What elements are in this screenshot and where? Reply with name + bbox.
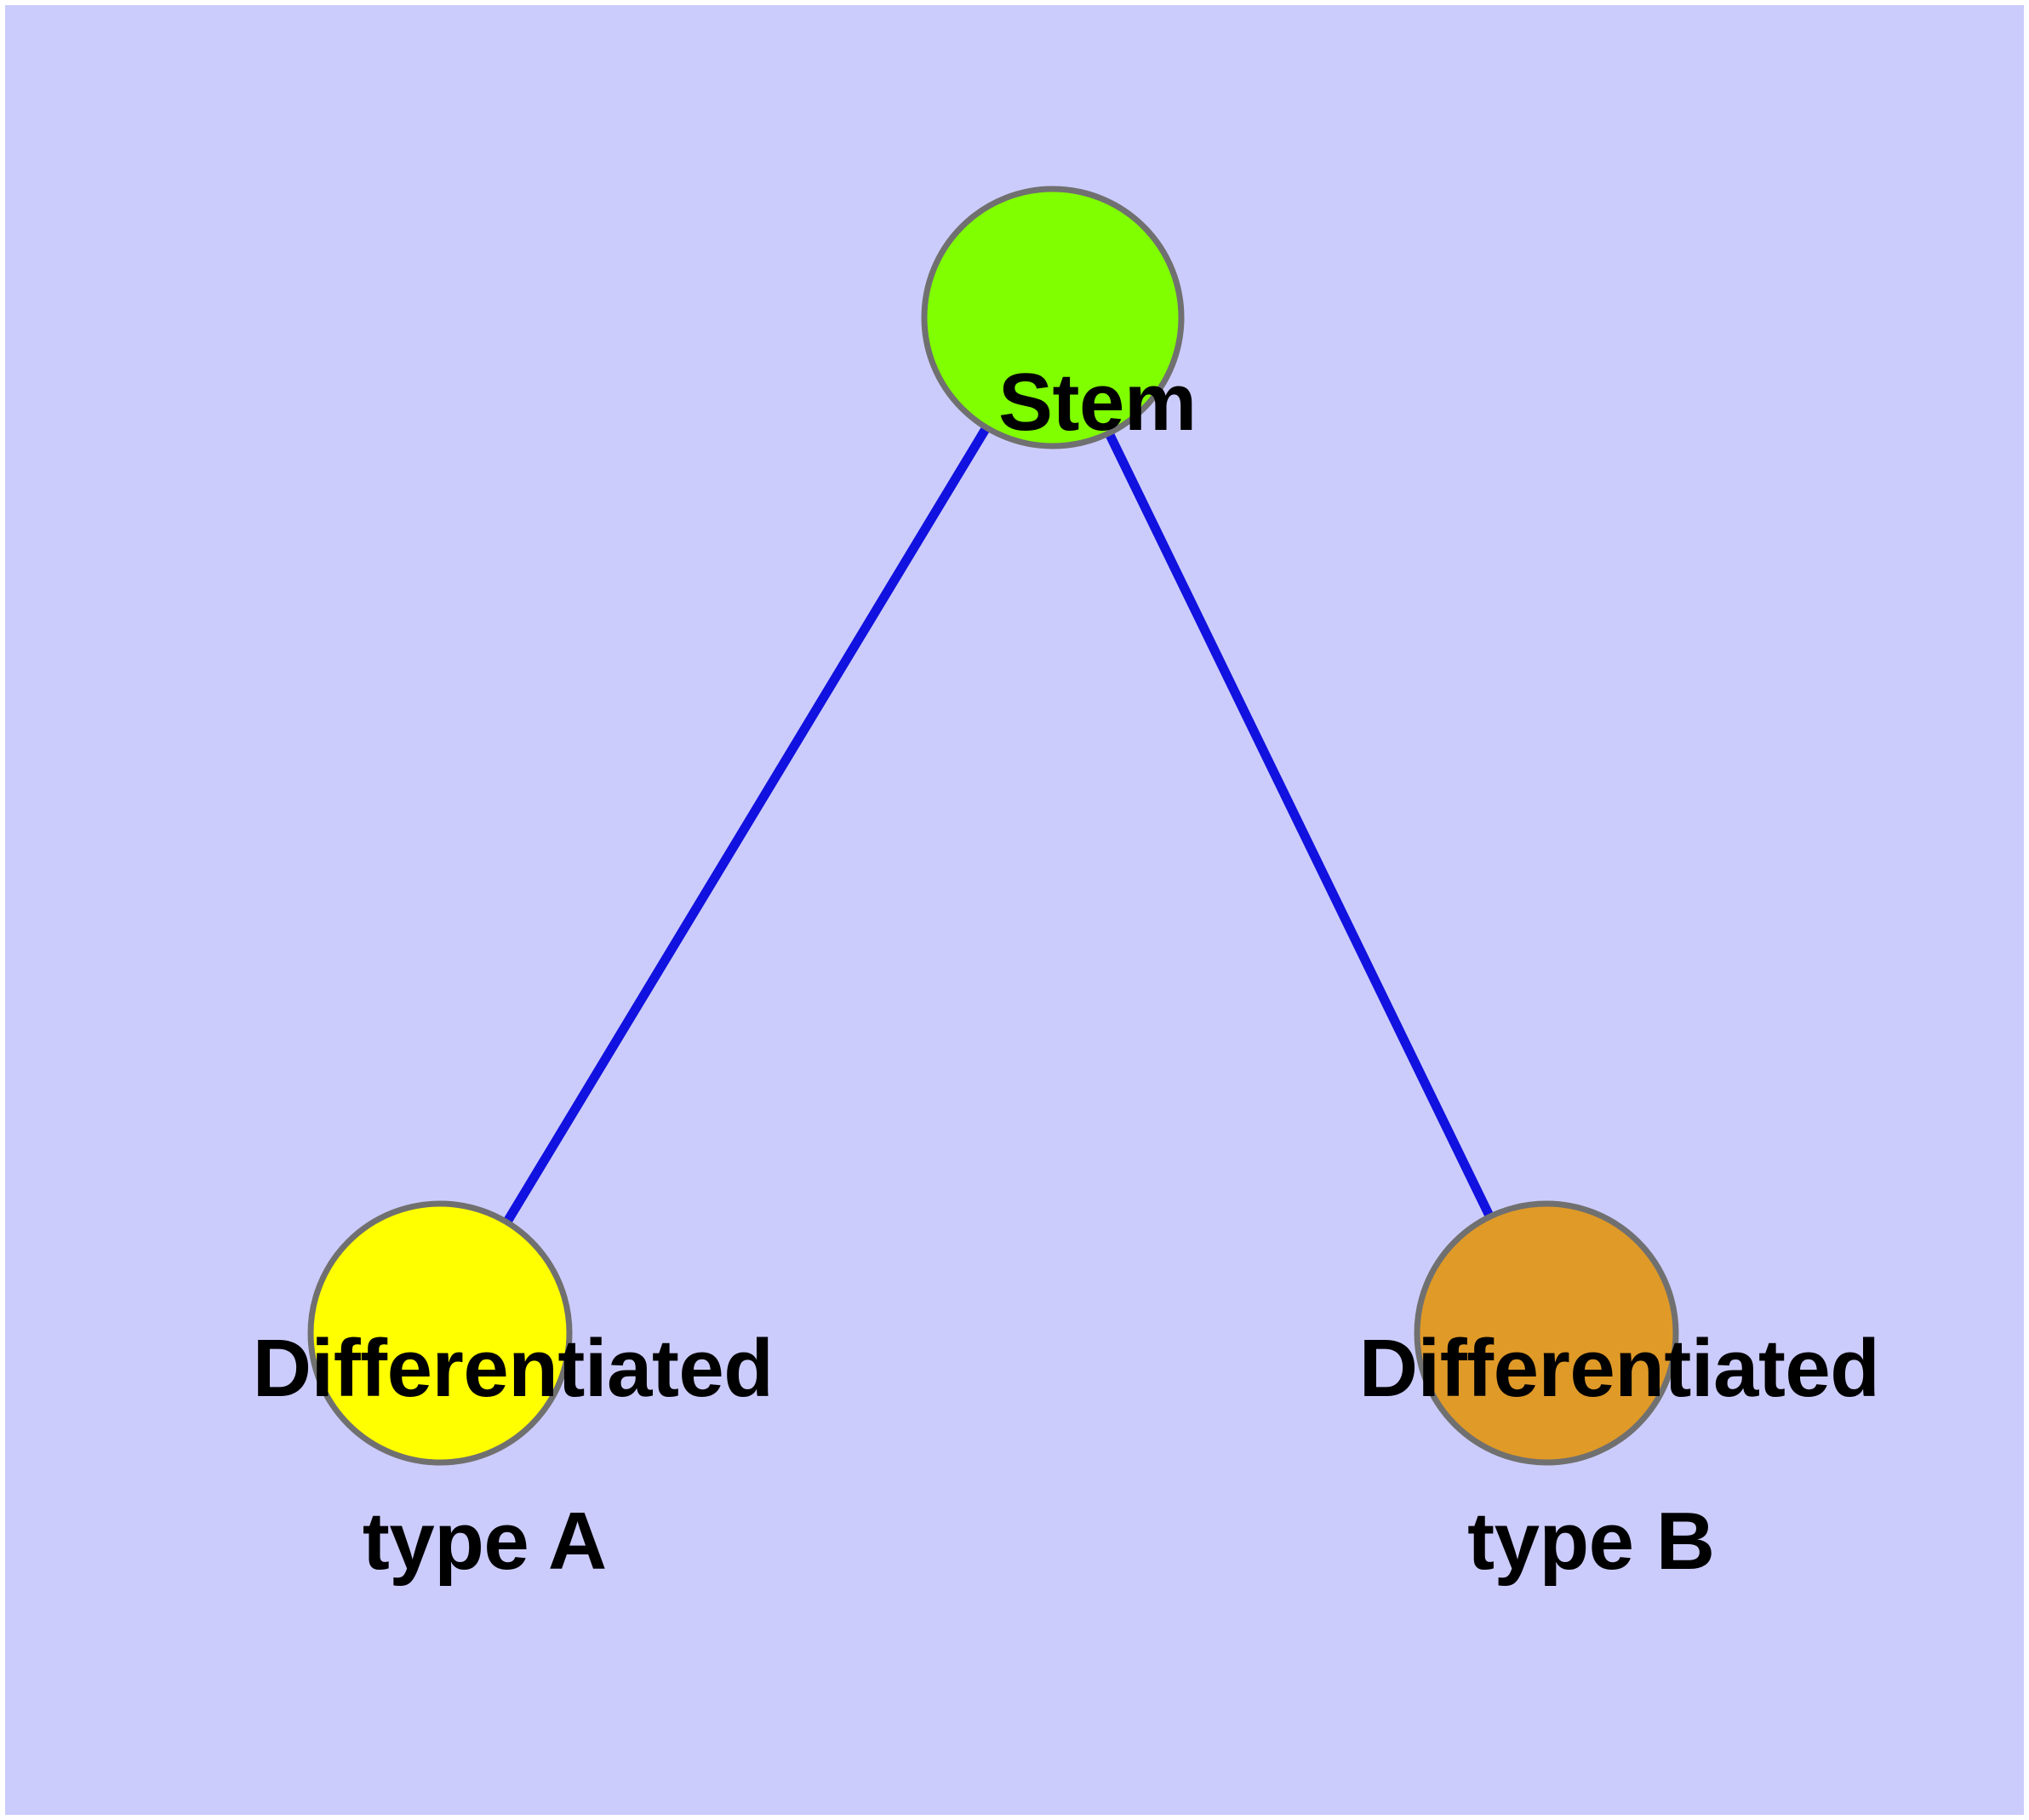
edge-stem-to-diff-b [1105,432,1494,1217]
node-diff-a[interactable] [307,1200,573,1466]
edge-stem-to-diff-a [503,426,990,1223]
nodes-layer [307,186,1679,1466]
node-diff-b[interactable] [1414,1200,1679,1466]
node-stem[interactable] [921,186,1185,449]
edges-layer [503,426,1494,1223]
